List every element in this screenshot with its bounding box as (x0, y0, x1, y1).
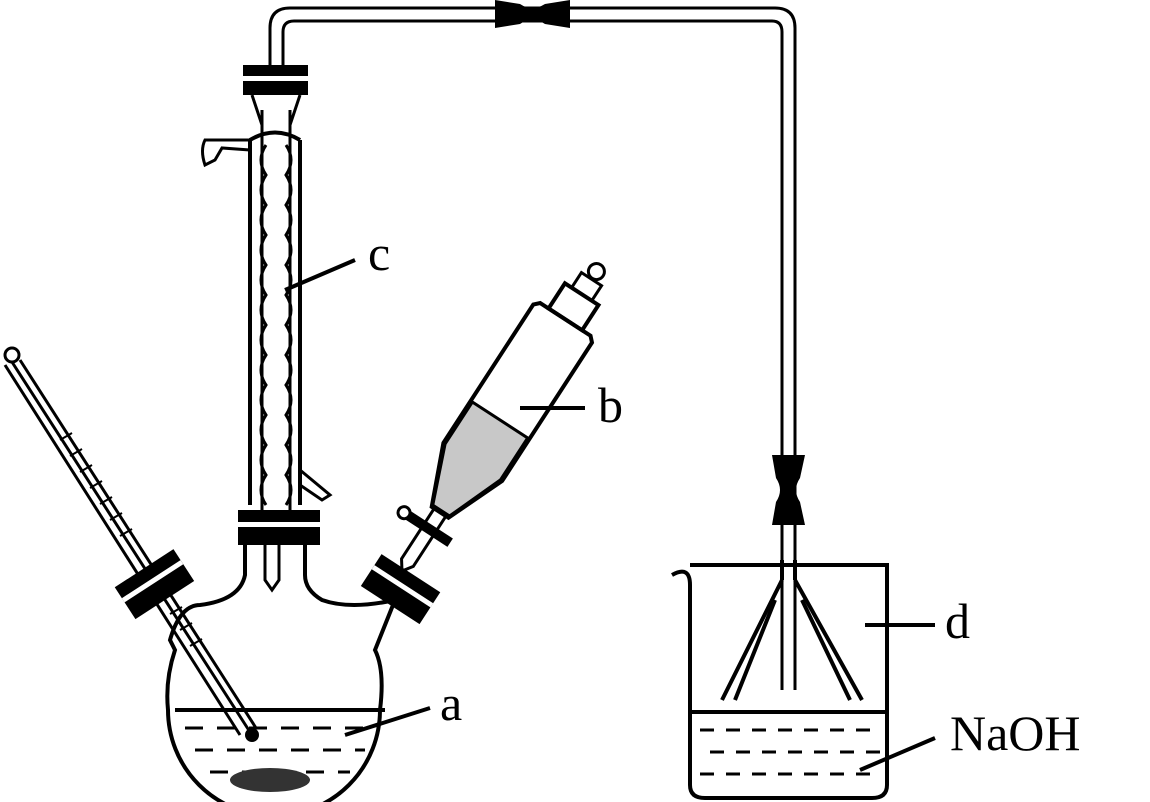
boiling-chips (230, 768, 310, 792)
thermometer (3, 346, 259, 742)
label-d: d (945, 593, 970, 649)
tube-clamp-top (495, 0, 570, 28)
label-b: b (598, 377, 623, 433)
label-naoh: NaOH (950, 705, 1081, 761)
beaker (671, 563, 889, 800)
label-c: c (368, 225, 390, 281)
leader-c (284, 258, 356, 292)
thermometer-stopper (114, 549, 195, 620)
tube-clamp-right (772, 455, 805, 525)
dropping-funnel (396, 262, 606, 574)
label-a: a (440, 675, 462, 731)
gas-tube (268, 6, 797, 690)
leader-a (344, 706, 431, 737)
side-neck-stopper (360, 554, 441, 625)
flask-stopper-center (238, 510, 320, 545)
three-neck-flask (165, 545, 399, 802)
condenser (201, 94, 333, 510)
inverted-funnel (720, 560, 864, 701)
leader-naoh (859, 736, 936, 772)
